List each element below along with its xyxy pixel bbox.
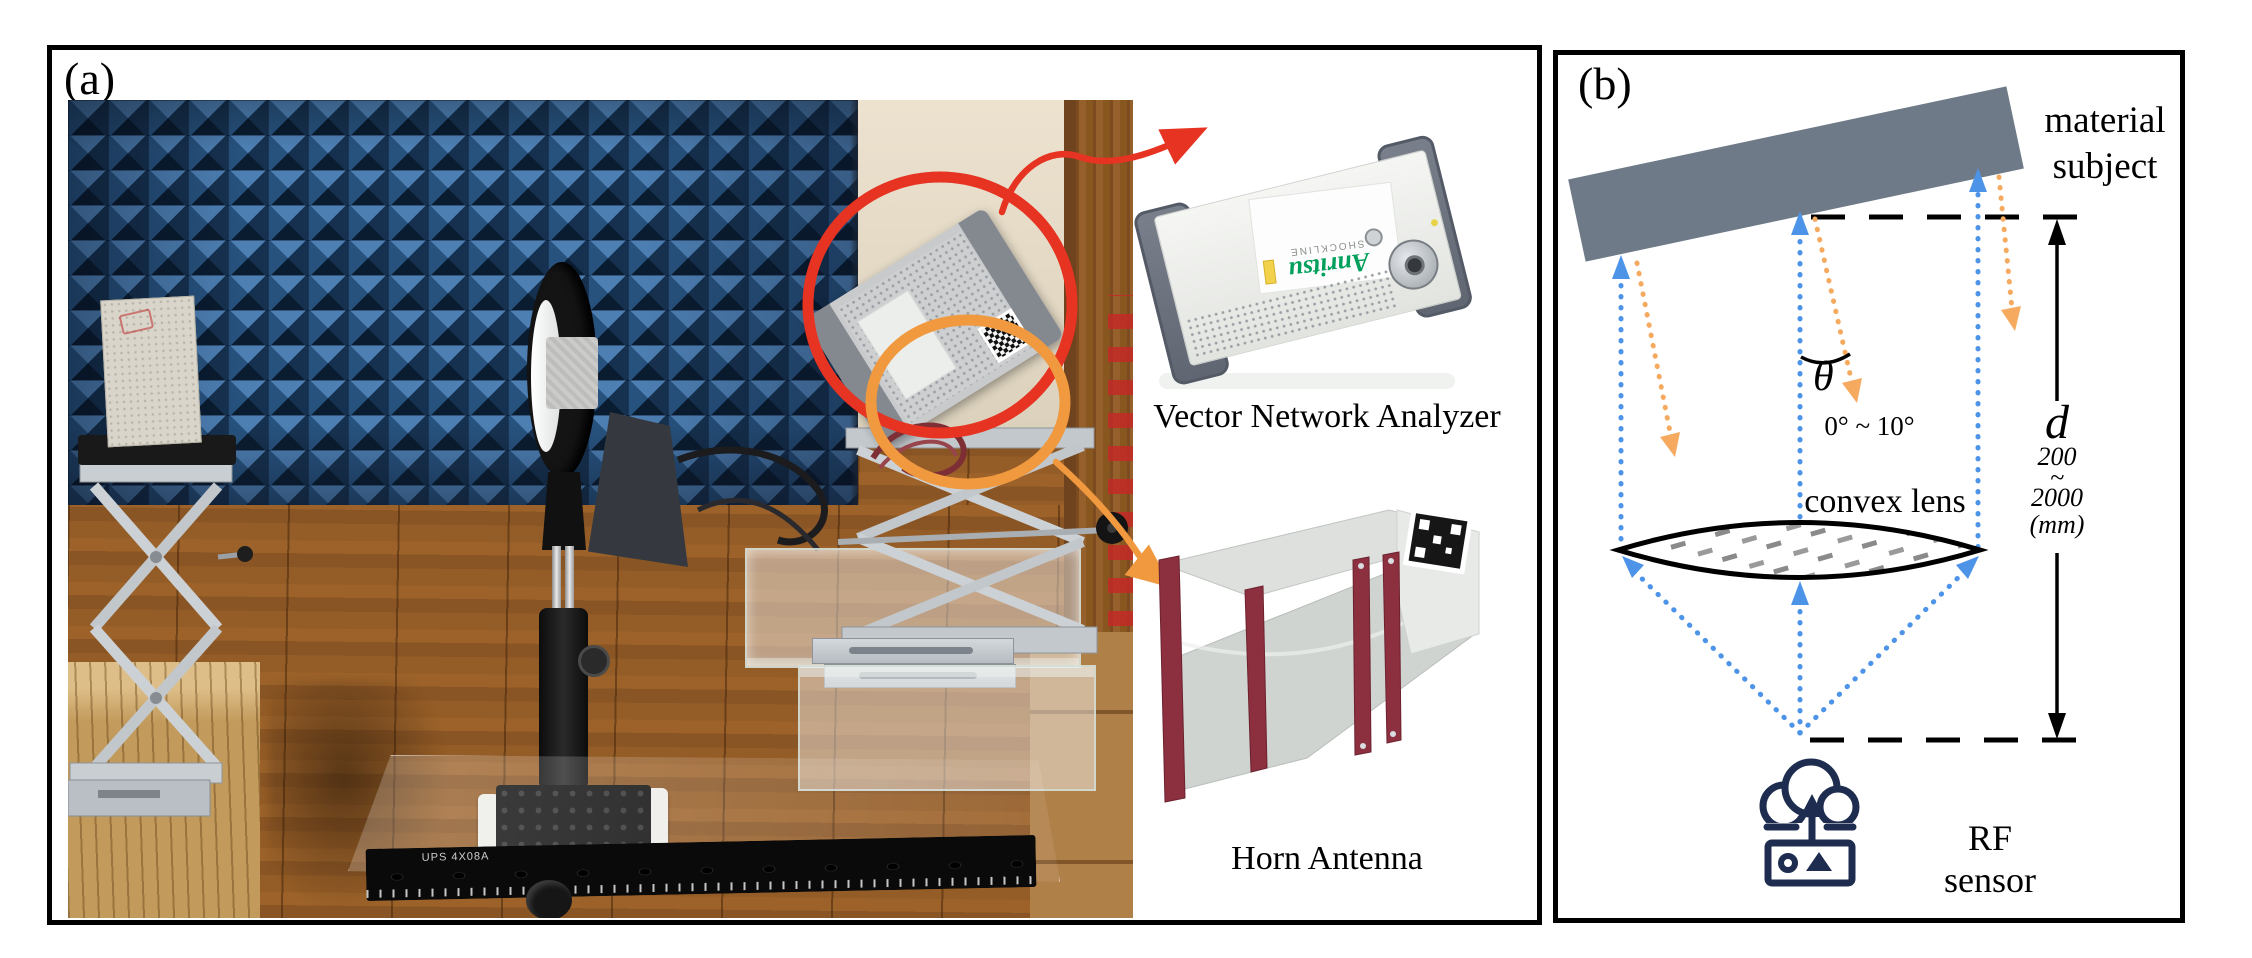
lens-post-arm	[542, 472, 586, 550]
left-lab-jack	[68, 463, 253, 817]
horn-frame-bar1	[1352, 556, 1372, 756]
focal-ray-left	[1627, 564, 1803, 736]
cardboard-boxes	[1030, 632, 1133, 918]
blue-arrowheads	[1612, 168, 1987, 605]
reflected-ray-right	[1996, 174, 2015, 312]
theta-arc	[1800, 352, 1851, 365]
panel-b-label: (b)	[1578, 58, 1632, 109]
distance-dimension-line	[2048, 219, 2066, 739]
distance-to: 2000	[2031, 483, 2083, 512]
cables	[676, 446, 828, 552]
rail-knob	[526, 880, 572, 918]
angle-range-label: 0° ~ 10°	[1824, 411, 1915, 441]
rf-device-circle	[1778, 853, 1798, 873]
rf-device-box	[1764, 839, 1856, 887]
metal-plate-bottom	[824, 664, 1016, 688]
focal-ray-right	[1797, 564, 1972, 736]
material-subject-slab	[1568, 86, 2024, 262]
rf-sensor-label: RF sensor	[1944, 818, 2036, 900]
horn-bar-left	[1158, 555, 1186, 803]
foam-strip-left	[478, 794, 500, 854]
material-subject-label: material subject	[2025, 98, 2185, 191]
annotation-overlay	[802, 127, 1208, 589]
reflected-ray-left	[1634, 260, 1674, 440]
breadboard-base	[496, 785, 651, 853]
horn-bar-mid	[1244, 585, 1268, 773]
rf-sensor-icon	[1759, 758, 1860, 887]
horn-frame-bar2	[1382, 551, 1402, 744]
distance-label-block: d 200 ~ 2000 (mm)	[2017, 396, 2097, 539]
orange-callout-arrow	[1052, 458, 1173, 589]
lens-tape	[546, 337, 598, 409]
orange-callout-circle	[865, 314, 1071, 490]
distance-from: 200	[2037, 442, 2077, 472]
lens-post-cylinder	[539, 608, 588, 790]
schematic-diagram	[1568, 86, 2090, 887]
convex-lens-label: convex lens	[1804, 483, 1966, 520]
metal-plate-top	[812, 638, 1014, 664]
clear-box	[798, 665, 1096, 791]
red-callout-arrow	[998, 127, 1208, 216]
lens-post-rod-left	[552, 546, 561, 614]
panel-a-label: (a)	[64, 53, 116, 104]
distance-symbol: d	[2045, 396, 2069, 449]
reflected-ray-center	[1812, 216, 1855, 386]
rf-device-triangle	[1806, 852, 1832, 871]
vna-product-image: Anritsu SHOCKLINE	[1131, 115, 1477, 405]
incident-rays	[1618, 184, 1981, 736]
cloud-upload-icon	[1759, 758, 1860, 847]
theta-symbol: θ	[1813, 354, 1834, 400]
horn-caption: Horn Antenna	[1231, 840, 1423, 877]
panel-b: (b)	[1553, 50, 2185, 923]
distance-tilde: ~	[2049, 462, 2065, 492]
vna-product-shadow	[1159, 373, 1455, 389]
foam-strip-right	[646, 788, 668, 848]
distance-unit: (mm)	[2029, 509, 2085, 539]
horn-product-image	[1158, 507, 1481, 803]
material-subject-line2: subject	[2052, 146, 2158, 188]
panel-a: (a)	[47, 45, 1542, 925]
post-thumbscrew	[578, 645, 610, 677]
vna-caption: Vector Network Analyzer	[1153, 398, 1501, 435]
vna-connector-pin	[1402, 253, 1427, 278]
orange-arrowheads	[1660, 306, 2021, 457]
lens-post-rod-right	[565, 546, 574, 614]
red-callout-circle	[802, 171, 1078, 439]
setup-photo: UPS 4X08A	[68, 100, 1133, 918]
convex-lens-shape	[1609, 520, 1989, 580]
material-subject-line1: material	[2044, 100, 2166, 141]
reflected-rays	[1634, 174, 2015, 440]
